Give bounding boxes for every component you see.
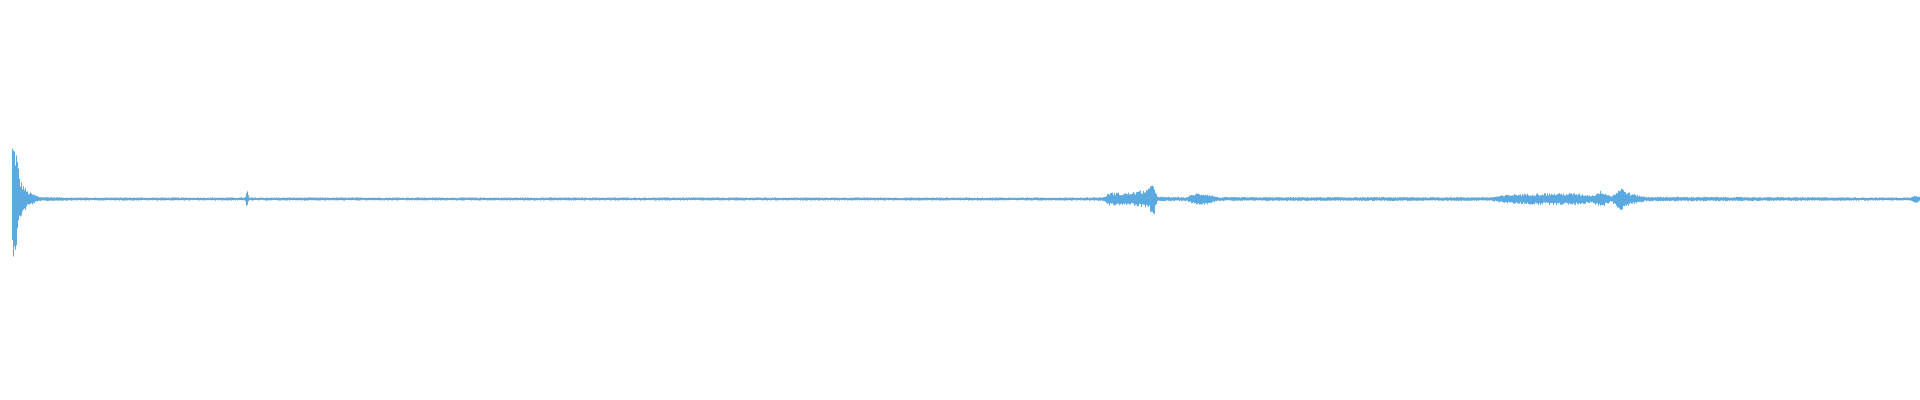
waveform-trace	[12, 148, 1920, 257]
